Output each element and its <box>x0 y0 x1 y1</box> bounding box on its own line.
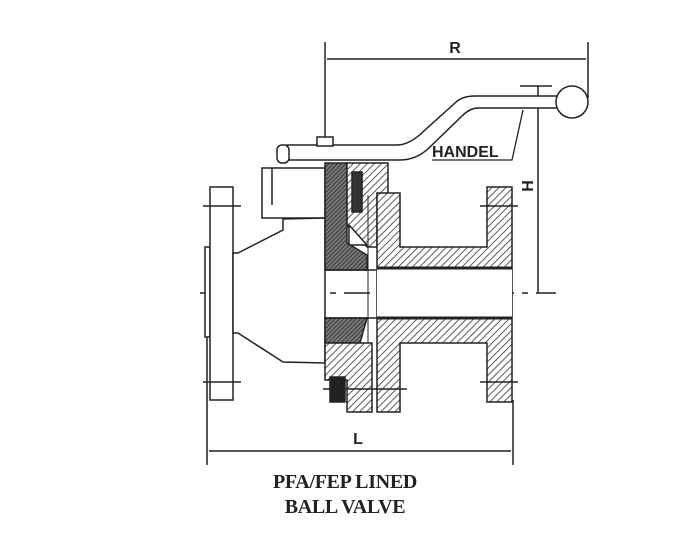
dimension-l <box>206 330 514 465</box>
dimension-h-label: H <box>520 180 537 192</box>
dimension-l-label: L <box>353 431 363 448</box>
handle-leader <box>432 109 524 161</box>
right-tailpiece <box>325 186 518 413</box>
handle-lever <box>276 85 589 164</box>
handle-callout-label: HANDEL <box>432 144 499 161</box>
stem-housing <box>261 167 326 219</box>
caption-line-1: PFA/FEP LINED <box>272 471 418 493</box>
dimension-r <box>324 42 589 140</box>
lower-body-section <box>323 342 407 413</box>
dimension-r-label: R <box>449 40 461 57</box>
valve-body <box>232 217 326 364</box>
dimension-h <box>520 85 552 293</box>
caption-line-2: BALL VALVE <box>284 496 406 518</box>
